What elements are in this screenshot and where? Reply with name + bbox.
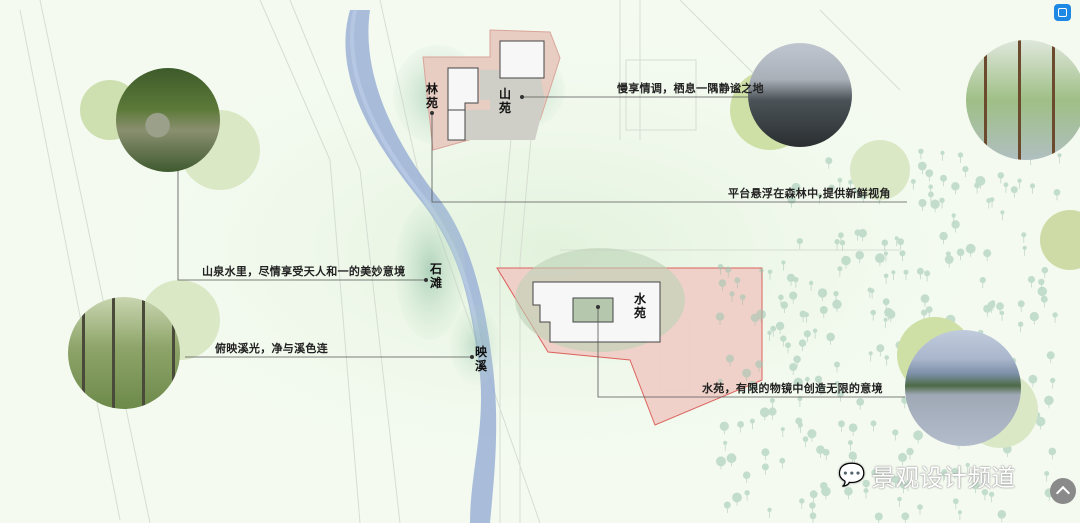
ying-xi-glow bbox=[450, 305, 500, 385]
photo-forest-platform bbox=[966, 40, 1080, 160]
lin-yuan-building bbox=[447, 67, 479, 141]
shi-tan-glow bbox=[395, 200, 465, 340]
watermark-text: 景观设计频道 bbox=[871, 464, 1016, 492]
caption-shui-yuan: 水苑，有限的物镜中创造无限的意境 bbox=[702, 382, 883, 395]
leader-lines bbox=[177, 96, 907, 398]
shan-yuan-zone bbox=[450, 70, 545, 140]
copy-icon bbox=[1058, 8, 1067, 17]
photo-lake-view bbox=[905, 330, 1021, 446]
shan-yuan-building bbox=[499, 40, 545, 79]
zone-label-shi-tan: 石滩 bbox=[429, 262, 442, 290]
zone-label-shan-yuan: 山苑 bbox=[498, 87, 511, 115]
zone-label-ying-xi: 映溪 bbox=[474, 345, 487, 373]
forest-trees bbox=[715, 148, 1062, 523]
leader-dots bbox=[424, 95, 600, 359]
zone-label-shui-yuan: 水苑 bbox=[633, 292, 646, 320]
copy-button[interactable] bbox=[1054, 4, 1071, 21]
zone-label-lin-yuan: 林苑 bbox=[425, 82, 438, 110]
photo-rock-garden bbox=[116, 68, 220, 172]
river-highlight bbox=[350, 9, 484, 361]
halo-circle bbox=[850, 140, 910, 200]
photo-forest-path bbox=[68, 297, 180, 409]
photo-mountain-terrace bbox=[748, 43, 852, 147]
plan-linework bbox=[19, 0, 901, 523]
halo-circle bbox=[1040, 210, 1080, 270]
watermark: 💬 景观设计频道 bbox=[838, 458, 1015, 493]
caption-ying-xi: 俯映溪光，净与溪色连 bbox=[215, 342, 328, 355]
chevron-up-icon bbox=[1055, 485, 1071, 501]
scroll-to-top-button[interactable] bbox=[1050, 478, 1076, 504]
caption-shan-yuan: 慢享情调，栖息一隅静谧之地 bbox=[617, 82, 764, 95]
wechat-icon: 💬 bbox=[838, 463, 866, 488]
caption-lin-yuan: 平台悬浮在森林中,提供新鲜视角 bbox=[728, 187, 891, 200]
shui-yuan-courtyard bbox=[572, 297, 614, 323]
caption-shi-tan: 山泉水里，尽情享受天人和一的美妙意境 bbox=[202, 265, 406, 278]
